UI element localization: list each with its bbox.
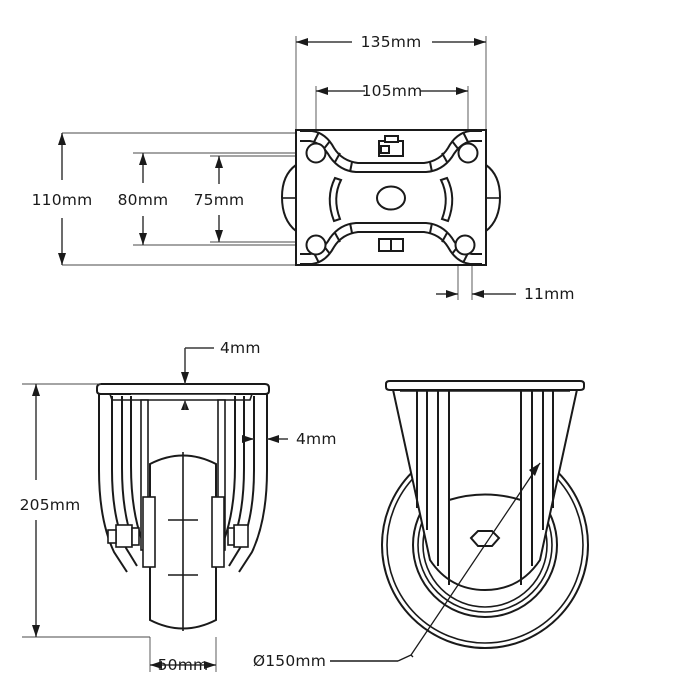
side-elevation-view: 205mm 50mm 4mm 4mm bbox=[20, 339, 337, 674]
dimension-label-plate-length: 110mm bbox=[32, 191, 93, 209]
dimension-135mm: 135mm bbox=[296, 33, 486, 51]
top-plan-view bbox=[62, 36, 502, 300]
bolt-hole-top-left bbox=[305, 142, 327, 164]
plate-curved-slots bbox=[328, 176, 454, 223]
dimension-label-inner-span: 75mm bbox=[194, 191, 245, 209]
front-hub bbox=[448, 493, 522, 501]
dimension-4mm-wall-thickness: 4mm bbox=[242, 430, 337, 448]
side-axle-bolt-left bbox=[107, 524, 140, 548]
bolt-hole-bottom-left bbox=[305, 234, 327, 256]
dimension-group-top-view: 135mm 105mm 110mm 80mm bbox=[32, 33, 575, 303]
dimension-105mm: 105mm bbox=[316, 82, 468, 100]
dimension-11mm: 11mm bbox=[436, 285, 575, 303]
right-side-tab bbox=[485, 163, 502, 234]
side-top-plate bbox=[96, 383, 270, 395]
side-extension-lines bbox=[22, 383, 217, 672]
dimension-110mm: 110mm bbox=[32, 133, 93, 265]
left-side-tab bbox=[280, 163, 297, 234]
dimension-label-plate-thickness-edge: 11mm bbox=[524, 285, 575, 303]
side-axle-nut-right bbox=[227, 524, 249, 548]
front-top-plate-edge bbox=[385, 380, 585, 391]
extension-lines-110 bbox=[62, 132, 300, 266]
dimension-label-bolt-spacing-width: 105mm bbox=[362, 82, 423, 100]
top-center-fitting bbox=[378, 135, 404, 157]
extension-lines-80 bbox=[133, 152, 318, 246]
extension-lines-135 bbox=[295, 36, 487, 130]
front-bracket-ribs bbox=[416, 391, 554, 585]
dimension-label-wheel-diameter: Ø150mm bbox=[253, 652, 326, 670]
dimension-label-overall-height: 205mm bbox=[20, 496, 81, 514]
side-hub-plate-right bbox=[211, 496, 225, 568]
dimension-75mm: 75mm bbox=[194, 156, 245, 242]
dimension-label-bracket-wall-thickness: 4mm bbox=[296, 430, 337, 448]
dimension-label-wheel-width: 50mm bbox=[158, 656, 209, 674]
side-wheel-body bbox=[149, 452, 217, 631]
dimension-label-plate-width: 135mm bbox=[361, 33, 422, 51]
dimension-label-plate-thickness-top: 4mm bbox=[220, 339, 261, 357]
diameter-leader-elbow bbox=[397, 654, 412, 662]
dimension-205mm: 205mm bbox=[20, 384, 81, 637]
front-elevation-view: Ø150mm bbox=[253, 380, 589, 670]
bolt-hole-top-right bbox=[457, 142, 479, 164]
side-hub-plate-left bbox=[142, 496, 156, 568]
bolt-hole-bottom-right bbox=[454, 234, 476, 256]
dimension-4mm-plate-thickness: 4mm bbox=[181, 339, 261, 410]
dimension-80mm: 80mm bbox=[118, 153, 169, 245]
center-boss-hole bbox=[376, 185, 406, 211]
dimension-label-bolt-spacing-length: 80mm bbox=[118, 191, 169, 209]
dimension-50mm: 50mm bbox=[150, 656, 216, 674]
diameter-leader-line bbox=[410, 462, 541, 658]
bottom-center-fitting bbox=[378, 238, 404, 252]
